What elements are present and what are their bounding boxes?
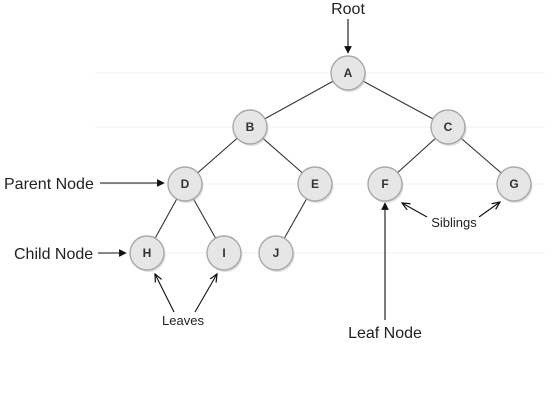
node-label: I bbox=[222, 246, 225, 260]
node-label: G bbox=[509, 177, 518, 191]
node-a: A bbox=[330, 55, 367, 92]
siblings-arrow-right bbox=[478, 202, 500, 218]
node-label: H bbox=[143, 246, 152, 260]
node-f: F bbox=[367, 166, 404, 203]
node-d: D bbox=[167, 166, 204, 203]
node-j: J bbox=[258, 235, 295, 272]
root-label: Root bbox=[331, 1, 365, 18]
node-label: F bbox=[381, 177, 388, 191]
parent-node-annotation: Parent Node bbox=[4, 176, 165, 193]
guide-lines bbox=[95, 72, 545, 254]
node-label: A bbox=[344, 66, 353, 80]
node-circle bbox=[330, 55, 366, 91]
edge-a-b bbox=[249, 72, 349, 128]
child-node-annotation: Child Node bbox=[14, 246, 127, 263]
node-label: C bbox=[444, 120, 453, 134]
node-c: C bbox=[430, 109, 467, 146]
node-i: I bbox=[206, 235, 243, 272]
siblings-label: Siblings bbox=[431, 215, 477, 230]
leaves-label: Leaves bbox=[162, 313, 204, 328]
node-h: H bbox=[129, 235, 166, 272]
node-circle bbox=[258, 235, 294, 271]
leaf-node-label: Leaf Node bbox=[348, 325, 422, 342]
node-circle bbox=[167, 166, 203, 202]
parent-node-label: Parent Node bbox=[4, 176, 94, 193]
node-circle bbox=[367, 166, 403, 202]
root-annotation: Root bbox=[331, 1, 365, 54]
node-label: E bbox=[311, 177, 319, 191]
node-circle bbox=[496, 166, 532, 202]
node-circle bbox=[129, 235, 165, 271]
node-circle bbox=[206, 235, 242, 271]
node-circle bbox=[232, 109, 268, 145]
node-label: D bbox=[181, 177, 190, 191]
node-b: B bbox=[232, 109, 269, 146]
node-e: E bbox=[297, 166, 334, 203]
leaves-arrow-right bbox=[194, 274, 217, 313]
node-label: B bbox=[246, 120, 255, 134]
leaf-node-annotation: Leaf Node bbox=[348, 202, 422, 342]
tree-nodes: A B C D E F G H I J bbox=[129, 55, 533, 272]
leaves-arrow-left bbox=[155, 274, 175, 313]
leaves-annotation: Leaves bbox=[155, 274, 217, 328]
siblings-arrow-left bbox=[402, 203, 428, 218]
child-node-label: Child Node bbox=[14, 246, 93, 263]
node-circle bbox=[297, 166, 333, 202]
node-label: J bbox=[273, 246, 280, 260]
node-circle bbox=[430, 109, 466, 145]
edge-a-c bbox=[347, 72, 449, 128]
siblings-annotation: Siblings bbox=[402, 202, 500, 230]
node-g: G bbox=[496, 166, 533, 203]
